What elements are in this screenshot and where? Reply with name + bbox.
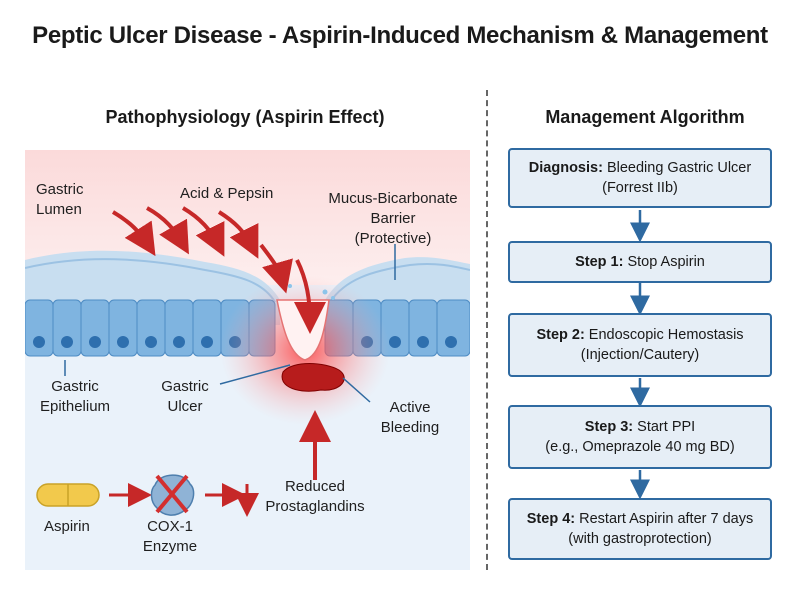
label-cox1-enzyme: COX-1 Enzyme xyxy=(142,518,198,555)
section-divider xyxy=(486,90,488,570)
label-mucus-barrier: Mucus-Bicarbonate Barrier (Protective) xyxy=(328,190,458,247)
label-acid-pepsin: Acid & Pepsin xyxy=(180,185,274,202)
label-gastric-lumen: Gastric Lumen xyxy=(36,181,84,218)
step-diagnosis: Diagnosis: Bleeding Gastric Ulcer (Forre… xyxy=(508,148,772,208)
label-aspirin: Aspirin xyxy=(44,518,90,535)
ulcer-pointer xyxy=(219,364,291,385)
blood-clot xyxy=(281,363,345,392)
step-4: Step 4: Restart Aspirin after 7 days (wi… xyxy=(508,498,772,560)
label-gastric-epithelium: Gastric Epithelium xyxy=(40,378,111,415)
aspirin-pill-icon xyxy=(36,483,100,507)
management-flow-arrows xyxy=(630,210,650,500)
pathophysiology-heading: Pathophysiology (Aspirin Effect) xyxy=(105,107,385,127)
label-active-bleeding: Active Bleeding xyxy=(380,399,440,436)
pathophysiology-illustration xyxy=(25,150,470,570)
step-3: Step 3: Start PPI (e.g., Omeprazole 40 m… xyxy=(508,405,772,469)
epithelial-cells-left xyxy=(25,299,276,357)
page-title: Peptic Ulcer Disease - Aspirin-Induced M… xyxy=(32,22,768,49)
label-gastric-ulcer: Gastric Ulcer xyxy=(161,378,209,415)
bleeding-pointer xyxy=(342,377,371,403)
step-2: Step 2: Endoscopic Hemostasis (Injection… xyxy=(508,313,772,377)
step-1: Step 1: Stop Aspirin xyxy=(508,241,772,283)
management-heading: Management Algorithm xyxy=(545,107,745,127)
acid-arrow-icon xyxy=(111,206,326,334)
blocked-x-icon xyxy=(155,474,189,514)
label-reduced-prostaglandins: Reduced Prostaglandins xyxy=(265,478,365,515)
